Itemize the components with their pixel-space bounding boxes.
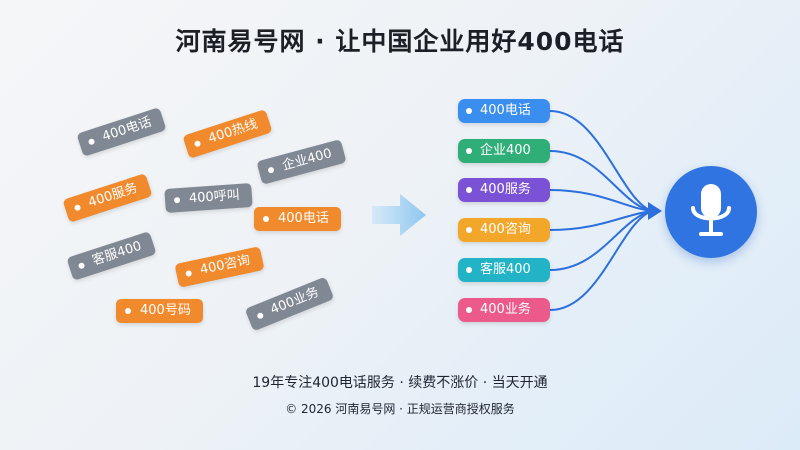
right-arrow-icon (372, 194, 426, 236)
organized-tag: 400电话 (458, 99, 550, 123)
connector-line (549, 210, 653, 271)
organized-tag: 企业400 (458, 139, 550, 163)
tagline: 19年专注400电话服务 · 续费不涨价 · 当天开通 (252, 375, 548, 391)
tag-dot-icon (466, 307, 472, 313)
connector-line (549, 189, 653, 212)
tag-dot-icon (466, 148, 472, 154)
organized-tag: 400咨询 (458, 218, 550, 242)
organized-tag: 客服400 (458, 258, 550, 282)
microphone-icon (691, 184, 731, 236)
connector-arrowhead-icon (648, 202, 662, 220)
page-title: 河南易号网 · 让中国企业用好400电话 (175, 27, 625, 56)
connector-line (549, 110, 653, 212)
scattered-tag: 400号码 (116, 299, 203, 323)
tag-dot-icon (466, 267, 472, 273)
connector-line (549, 150, 653, 212)
organized-tag: 400服务 (458, 178, 550, 202)
tag-dot-icon (466, 187, 472, 193)
tag-dot-icon (466, 227, 472, 233)
tag-hole-icon (263, 216, 269, 222)
connector-line (549, 210, 653, 311)
scattered-tag: 400电话 (254, 207, 341, 231)
connector-line (549, 210, 653, 231)
tag-hole-icon (125, 308, 131, 314)
tag-dot-icon (466, 108, 472, 114)
copyright: © 2026 河南易号网 · 正规运营商授权服务 (285, 402, 515, 416)
microphone-badge (665, 166, 757, 258)
organized-tag: 400业务 (458, 298, 550, 322)
